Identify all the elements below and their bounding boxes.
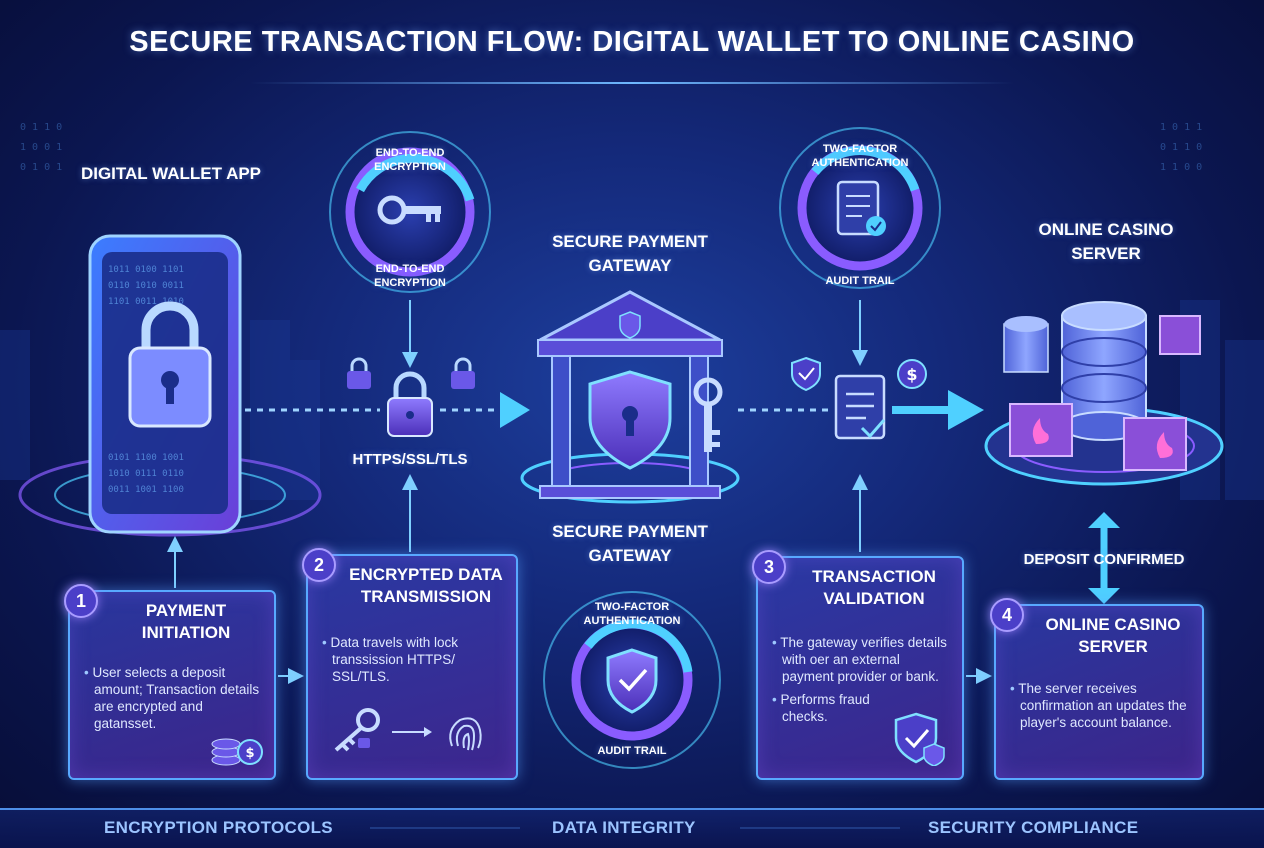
casino-server-label: ONLINE CASINO SERVER <box>1038 220 1174 263</box>
encryption-ring-top-label: END-TO-END ENCRYPTION <box>374 147 446 173</box>
mid-ring-top-label: TWO-FACTOR AUTHENTICATION <box>583 601 681 627</box>
encryption-ring-bottom-label: END-TO-END ENCRYPTION <box>374 263 446 289</box>
svg-text:$: $ <box>245 746 254 761</box>
svg-text:0 1 0 1: 0 1 0 1 <box>20 162 62 173</box>
step-bullet: The server receives confirmation an upda… <box>1010 680 1190 731</box>
shield-check-icon <box>894 712 945 766</box>
authentication-ring <box>779 127 941 289</box>
svg-text:0 1 1 0: 0 1 1 0 <box>1160 142 1202 153</box>
step-card-payment-initiation: 1 PAYMENT INITIATION User selects a depo… <box>64 584 276 780</box>
step-number-badge: 3 <box>752 550 786 584</box>
step-body: User selects a deposit amount; Transacti… <box>84 664 262 738</box>
svg-text:0101 1100 1001: 0101 1100 1001 <box>108 453 184 463</box>
svg-text:0 1 1 0: 0 1 1 0 <box>20 122 62 133</box>
step-title: PAYMENT INITIATION <box>141 601 231 642</box>
step-title: TRANSACTION VALIDATION <box>812 567 936 608</box>
footer-bar <box>0 808 1264 848</box>
gateway-top-label: SECURE PAYMENT GATEWAY <box>552 232 708 275</box>
casino-server-illustration <box>984 301 1224 486</box>
step-body: Data travels with lock transsission HTTP… <box>322 634 504 691</box>
step-card-transaction-validation: 3 TRANSACTION VALIDATION The gateway ver… <box>752 550 964 780</box>
step-bullet: Performs fraud checks. <box>772 691 892 725</box>
step-title: ENCRYPTED DATA TRANSMISSION <box>349 565 503 606</box>
small-lock-icon <box>451 357 475 389</box>
mid-ring-bottom-label: AUDIT TRAIL <box>597 745 667 757</box>
footer-security-compliance: SECURITY COMPLIANCE <box>928 818 1139 837</box>
validation-document-icon <box>834 374 886 440</box>
step-card-casino-server: 4 ONLINE CASINO SERVER The server receiv… <box>990 598 1204 780</box>
svg-text:1 0 0 1: 1 0 0 1 <box>20 142 62 153</box>
auth-ring-bottom-label: AUDIT TRAIL <box>825 275 895 287</box>
small-lock-icon <box>347 357 371 389</box>
wallet-app-label: DIGITAL WALLET APP <box>80 164 262 183</box>
title-underline <box>250 82 1014 84</box>
svg-text:1011 0100 1101: 1011 0100 1101 <box>108 265 184 275</box>
auth-ring-top-label: TWO-FACTOR AUTHENTICATION <box>811 143 909 169</box>
two-factor-ring <box>543 591 721 769</box>
svg-text:0011 1001 1100: 0011 1001 1100 <box>108 485 184 495</box>
step-body: The gateway verifies details with oer an… <box>772 634 947 731</box>
https-lock-icon <box>387 371 433 437</box>
page-title: SECURE TRANSACTION FLOW: DIGITAL WALLET … <box>129 26 1135 58</box>
step-number-badge: 4 <box>990 598 1024 632</box>
phone-illustration: 1011 0100 1101 0110 1010 0011 1101 0011 1… <box>18 234 322 537</box>
https-label: HTTPS/SSL/TLS <box>352 451 468 468</box>
footer-data-integrity: DATA INTEGRITY <box>552 818 696 837</box>
step-bullet: The gateway verifies details with oer an… <box>772 634 952 685</box>
coins-dollar-icon: $ <box>211 738 263 766</box>
shield-check-icon <box>791 356 821 392</box>
binary-rain: 0 1 1 0 1 0 0 1 0 1 0 1 1 0 1 1 0 1 1 0 1 1 … <box>20 122 1202 173</box>
svg-text:1 1 0 0: 1 1 0 0 <box>1160 162 1202 173</box>
gateway-illustration <box>520 290 740 504</box>
step-card-encrypted-transmission: 2 ENCRYPTED DATA TRANSMISSION Data trave… <box>302 548 518 780</box>
key-to-fingerprint-icon <box>334 708 482 752</box>
step-body: The server receives confirmation an upda… <box>1010 680 1190 737</box>
footer-encryption-protocols: ENCRYPTION PROTOCOLS <box>104 818 333 837</box>
step-number-badge: 1 <box>64 584 98 618</box>
step-bullet: Data travels with lock transsission HTTP… <box>322 634 504 685</box>
svg-text:0110 1010 0011: 0110 1010 0011 <box>108 281 184 291</box>
svg-text:1 0 1 1: 1 0 1 1 <box>1160 122 1202 133</box>
encryption-ring <box>329 131 491 293</box>
svg-text:1101 0011 1010: 1101 0011 1010 <box>108 297 184 307</box>
gateway-bottom-label: SECURE PAYMENT GATEWAY <box>552 522 708 565</box>
svg-text:1010 0111 0110: 1010 0111 0110 <box>108 469 184 479</box>
step-number-badge: 2 <box>302 548 336 582</box>
deposit-confirmed-label: DEPOSIT CONFIRMED <box>1023 551 1185 568</box>
step-bullet: User selects a deposit amount; Transacti… <box>84 664 262 732</box>
svg-text:$: $ <box>906 365 917 384</box>
dollar-coin-icon: $ <box>897 359 927 389</box>
step-title: ONLINE CASINO SERVER <box>1045 615 1181 656</box>
